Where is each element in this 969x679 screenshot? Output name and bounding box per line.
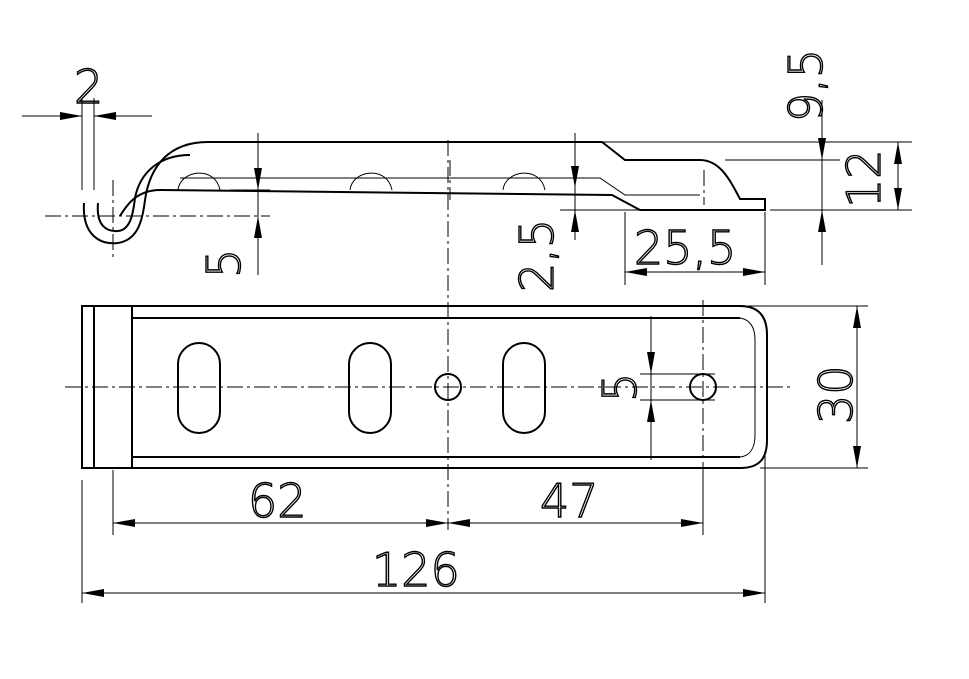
side-bump-2 — [349, 172, 393, 191]
hole-center — [434, 373, 462, 401]
top-view — [65, 140, 790, 530]
dim-label-plate-step: 2,5 — [510, 219, 564, 292]
dim-label-overall-length: 126 — [372, 543, 460, 597]
dim-label-slot-width: 5 — [593, 373, 647, 402]
dim-label-height: 12 — [837, 149, 891, 208]
dim-label-span-left: 62 — [248, 474, 307, 528]
dim-label-span-right: 47 — [540, 474, 599, 528]
dimension-labels: 2 9,5 12 5 2,5 25,5 5 30 62 47 126 — [73, 48, 891, 598]
side-profile-outer — [82, 141, 766, 245]
dim-label-plate-width: 30 — [809, 365, 863, 424]
side-inner-line — [180, 177, 700, 196]
dim-label-hook-gap: 2 — [74, 60, 103, 114]
side-view — [45, 141, 766, 260]
dim-label-tail-length: 25,5 — [634, 221, 736, 275]
dim-label-hook-depth: 5 — [197, 249, 251, 278]
plate-outline — [81, 305, 768, 469]
side-bump-3 — [502, 172, 546, 191]
slot-2 — [348, 342, 392, 434]
dim-label-top-offset: 9,5 — [779, 49, 833, 122]
side-bump-1 — [177, 172, 221, 191]
slot-3 — [502, 342, 546, 434]
slot-1 — [177, 342, 221, 434]
dimension-lines — [22, 98, 912, 603]
